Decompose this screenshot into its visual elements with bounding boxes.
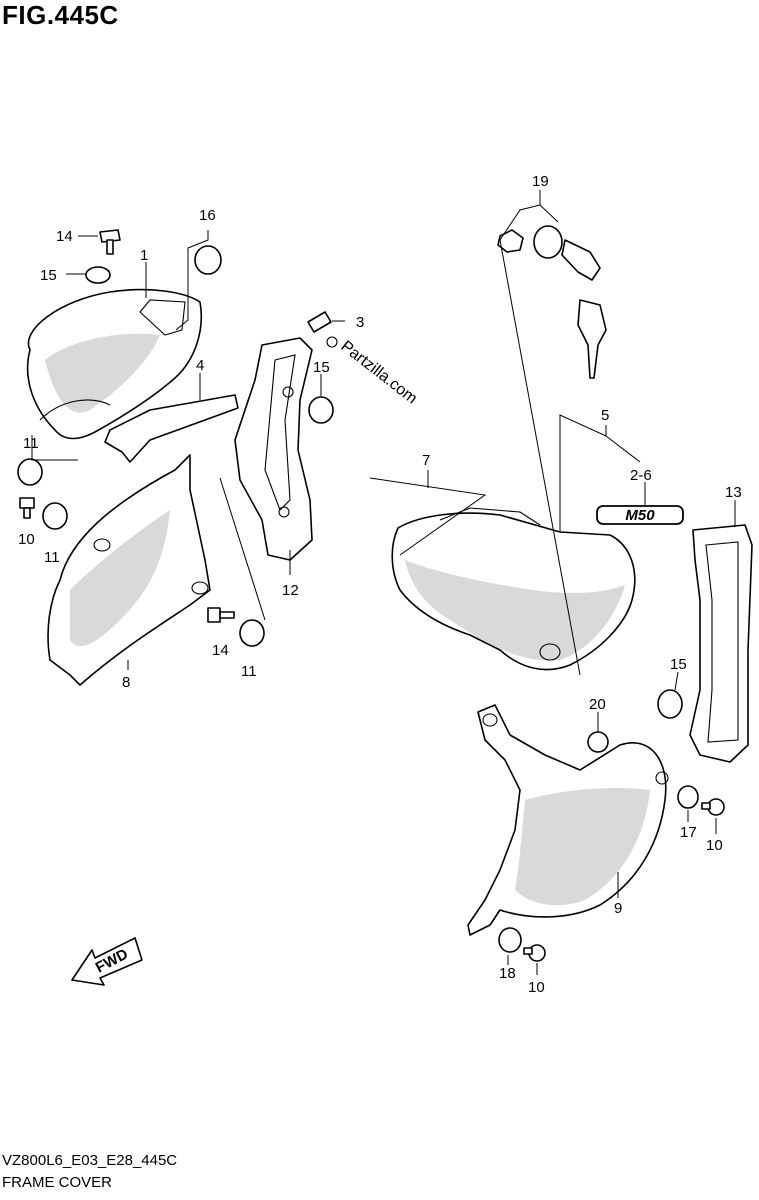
callout-10-c: 10 xyxy=(528,979,545,996)
figure-title: FIG.445C xyxy=(2,0,119,30)
callout-20: 20 xyxy=(589,696,606,713)
callout-labels: 1 3 4 5 2-6 7 8 9 10 10 10 11 11 11 12 1… xyxy=(18,173,742,996)
callout-15-c: 15 xyxy=(670,656,687,673)
watermark-text: Partzilla.com xyxy=(338,338,421,408)
callout-7: 7 xyxy=(422,452,430,469)
callout-15-b: 15 xyxy=(313,359,330,376)
part-11-grommet-a[interactable] xyxy=(17,458,43,486)
part-16-grommet[interactable] xyxy=(194,245,222,275)
part-10-bolt-c[interactable] xyxy=(523,944,546,962)
part-19-lock-set[interactable] xyxy=(497,225,607,379)
part-17-grommet[interactable] xyxy=(677,785,699,809)
part-18-grommet[interactable] xyxy=(498,927,522,953)
callout-1: 1 xyxy=(140,247,148,264)
leader-lines xyxy=(31,190,736,975)
callout-11-b: 11 xyxy=(44,549,60,566)
callout-8: 8 xyxy=(122,674,130,691)
part-13-side-strip[interactable] xyxy=(689,524,753,763)
part-14-bolt-lower[interactable] xyxy=(207,607,235,623)
part-7-frame-cover[interactable] xyxy=(391,507,636,671)
part-5-emblem[interactable]: M50 xyxy=(596,505,684,525)
callout-9: 9 xyxy=(614,900,622,917)
part-3-pin[interactable] xyxy=(307,311,332,333)
callout-11-c: 11 xyxy=(241,663,257,680)
callout-12: 12 xyxy=(282,582,299,599)
part-15-grommet-right[interactable] xyxy=(657,689,683,719)
part-12-bracket[interactable] xyxy=(234,337,313,561)
figure-name: FRAME COVER xyxy=(2,1174,113,1191)
watermark: Partzilla.com xyxy=(326,336,421,408)
callout-11-a: 11 xyxy=(23,435,39,452)
callout-2-6: 2-6 xyxy=(630,467,652,484)
callout-10-b: 10 xyxy=(706,837,723,854)
callout-10-a: 10 xyxy=(18,531,35,548)
part-4-bracket[interactable] xyxy=(104,394,239,463)
part-11-grommet-b[interactable] xyxy=(42,502,68,530)
figure-code: VZ800L6_E03_E28_445C xyxy=(2,1152,178,1169)
callout-14-a: 14 xyxy=(56,228,73,245)
part-10-bolt-b[interactable] xyxy=(701,798,725,816)
callout-3: 3 xyxy=(356,314,364,331)
part-20-collar[interactable] xyxy=(587,731,609,753)
part-11-grommet-c[interactable] xyxy=(239,619,265,647)
fwd-arrow: FWD xyxy=(71,937,143,986)
emblem-text: M50 xyxy=(625,507,655,524)
callout-19: 19 xyxy=(532,173,549,190)
callout-17: 17 xyxy=(680,824,697,841)
part-14-bolt-top[interactable] xyxy=(99,229,121,255)
callout-15-a: 15 xyxy=(40,267,57,284)
callout-18: 18 xyxy=(499,965,516,982)
callout-16: 16 xyxy=(199,207,216,224)
part-8-side-cover[interactable] xyxy=(47,454,211,686)
part-15-grommet-top[interactable] xyxy=(85,266,111,284)
callout-5: 5 xyxy=(601,407,609,424)
part-1-front-cover[interactable] xyxy=(26,288,203,440)
callout-14-b: 14 xyxy=(212,642,229,659)
callout-13: 13 xyxy=(725,484,742,501)
part-9-lower-cover[interactable] xyxy=(467,704,669,936)
part-10-bolt-a[interactable] xyxy=(19,497,35,519)
part-15-grommet-mid[interactable] xyxy=(308,396,334,424)
callout-4: 4 xyxy=(196,357,204,374)
